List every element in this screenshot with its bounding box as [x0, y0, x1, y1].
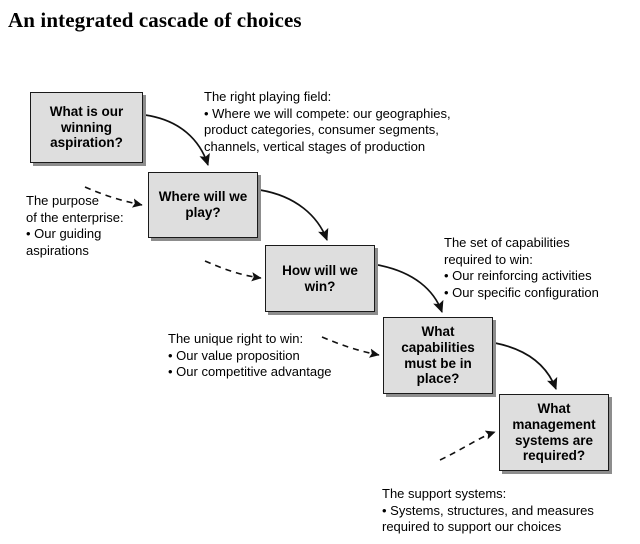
- note-capabilities: The set of capabilities required to win:…: [444, 235, 599, 300]
- dashed-win-to-play: [204, 260, 262, 282]
- arrow-win-to-capabilities: [377, 264, 444, 313]
- note-purpose: The purpose of the enterprise: • Our gui…: [26, 193, 124, 258]
- dashed-play-to-aspiration: [84, 186, 143, 208]
- page-title: An integrated cascade of choices: [8, 8, 302, 32]
- box-label: What is our winning aspiration?: [49, 103, 124, 151]
- box-winning-aspiration[interactable]: What is our winning aspiration?: [30, 92, 143, 163]
- box-label: What management systems are required?: [512, 400, 596, 464]
- arrow-capabilities-to-systems: [494, 342, 558, 390]
- note-right-to-win: The unique right to win: • Our value pro…: [168, 331, 332, 380]
- box-capabilities[interactable]: What capabilities must be in place?: [383, 317, 493, 394]
- arrow-play-to-win: [259, 189, 329, 241]
- box-management-systems[interactable]: What management systems are required?: [499, 394, 609, 471]
- box-label: How will we win?: [282, 262, 358, 294]
- box-where-to-play[interactable]: Where will we play?: [148, 172, 258, 238]
- dashed-systems-to-capabilities: [439, 430, 496, 461]
- box-how-to-win[interactable]: How will we win?: [265, 245, 375, 312]
- box-label: Where will we play?: [158, 189, 248, 220]
- box-label: What capabilities must be in place?: [401, 323, 475, 387]
- arrow-aspiration-to-play: [144, 114, 210, 166]
- forward-arrows: [144, 114, 558, 390]
- feedback-arrows: [84, 186, 496, 461]
- note-playing-field: The right playing field: • Where we will…: [204, 89, 451, 154]
- note-support-systems: The support systems: • Systems, structur…: [382, 486, 594, 535]
- dashed-capabilities-to-win: [321, 336, 380, 358]
